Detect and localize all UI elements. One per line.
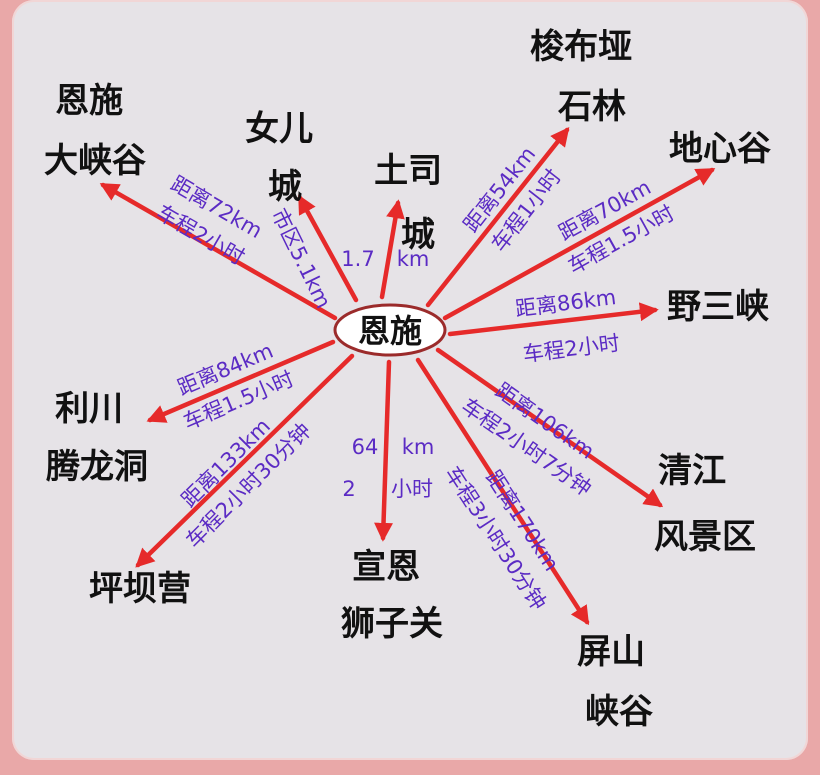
destination-names: 恩施 大峡谷 女儿 城 土司 城 梭布垭 石林 地心谷 野三峡 清江 风景区 屏… <box>44 27 771 732</box>
dest-xuanen: 宣恩 狮子关 <box>341 547 443 644</box>
svg-text:64: 64 <box>352 435 379 459</box>
arrow-pingbaying <box>135 353 355 568</box>
dest-tusicheng: 土司 城 <box>374 151 454 255</box>
distance-labels: 距离72km 车程2小时 市区5.1km 1.7 km 距离54km 车程1小时… <box>152 142 678 614</box>
dest-pingbaying: 坪坝营 <box>89 569 191 609</box>
dest-dixingu: 地心谷 <box>669 129 771 169</box>
dest-qingjiang: 清江 风景区 <box>654 451 756 557</box>
dest-nvercheng: 女儿 城 <box>245 109 325 207</box>
center-ellipse <box>333 303 447 357</box>
arrow-meibuya <box>425 127 570 308</box>
center-label: 恩施 <box>358 312 422 350</box>
svg-text:1.7: 1.7 <box>341 247 374 271</box>
arrow-tusicheng <box>379 199 405 300</box>
label-xuanen: 64 km 2 小时 <box>342 435 434 501</box>
dest-lichuan: 利川 腾龙洞 <box>46 389 148 487</box>
svg-text:小时: 小时 <box>391 477 433 501</box>
arrow-nvercheng <box>297 194 359 303</box>
svg-text:km: km <box>397 247 430 271</box>
arrows <box>99 127 716 626</box>
arrow-xuanen <box>374 359 393 542</box>
arrow-yesanxia <box>447 302 659 337</box>
arrow-qingjiang <box>435 347 664 508</box>
arrow-dixingu <box>442 167 716 321</box>
dest-meibuya: 梭布垭 石林 <box>530 27 644 127</box>
label-qingjiang: 距离106km 车程2小时7分钟 <box>457 378 599 501</box>
arrow-pingshan <box>415 357 590 626</box>
svg-text:2: 2 <box>342 477 355 501</box>
arrow-daxiagu <box>99 182 338 321</box>
dest-yesanxia: 野三峡 <box>667 287 769 327</box>
diagram-panel <box>12 0 808 760</box>
arrow-lichuan <box>146 339 336 423</box>
dest-pingshan: 屏山 峡谷 <box>577 632 657 732</box>
dest-daxiagu: 恩施 大峡谷 <box>44 81 146 181</box>
label-tusicheng: 1.7 km <box>341 247 429 271</box>
svg-text:车程2小时: 车程2小时 <box>522 331 622 367</box>
label-daxiagu: 距离72km 车程2小时 <box>152 172 266 270</box>
svg-text:km: km <box>402 435 435 459</box>
center-node: 恩施 <box>333 303 447 357</box>
